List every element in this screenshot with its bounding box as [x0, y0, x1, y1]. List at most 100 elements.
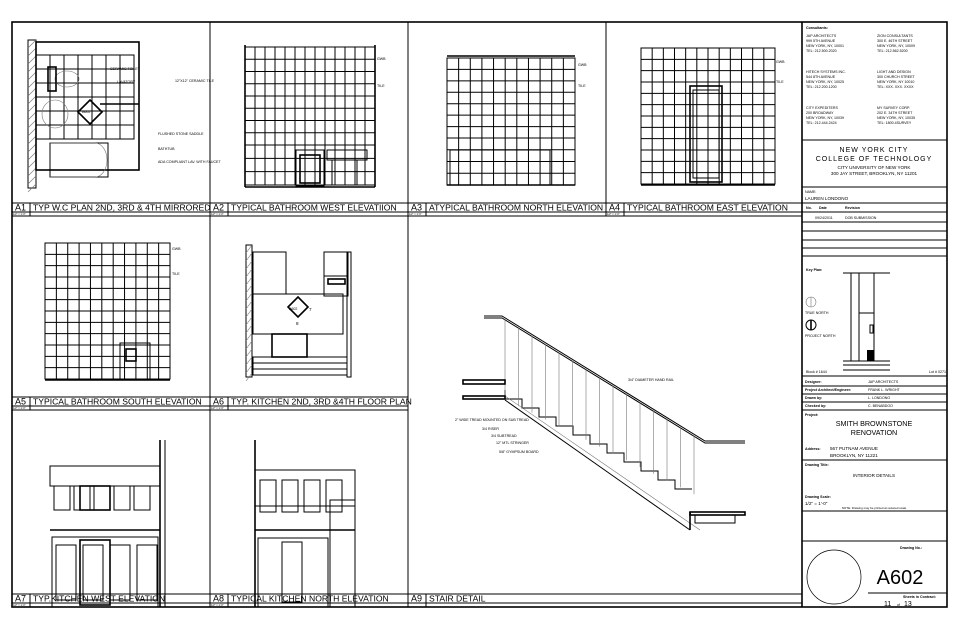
- school-line: COLLEGE OF TECHNOLOGY: [816, 156, 933, 163]
- consultant-name: JAP ARCHITECTS: [806, 34, 837, 38]
- project-north-label: PROJECT NORTH: [805, 334, 836, 338]
- panel-title: ATYPICAL BATHROOM NORTH ELEVATION: [429, 203, 603, 213]
- panel-title: TYP W.C PLAN 2ND, 3RD & 4TH MIRRORED: [33, 203, 210, 213]
- rev-date: 09/24/2011: [815, 216, 833, 220]
- note: GWB: [377, 57, 386, 61]
- note: TILE: [172, 272, 180, 276]
- note: 12" MTL STRINGER: [496, 441, 529, 445]
- note: LAVATORY: [117, 80, 136, 84]
- drawing-title-label: Drawing Title:: [805, 463, 829, 467]
- panel-title: TYP.KITCHEN WEST ELEVATION: [33, 594, 165, 604]
- panel-scale: 1/2" = 1'-0": [607, 212, 620, 216]
- consultant-l1: 200 BROADWAY: [806, 111, 834, 115]
- consultant-l2: NEW YORK, NY, 10009: [877, 44, 915, 48]
- panel-id: A4: [609, 203, 620, 213]
- consultant-tel: TEL: 1800.4SURVEY: [877, 121, 912, 125]
- consultant-name: LIGHT AND DESIGN: [877, 70, 911, 74]
- rev-desc: DOB SUBMISSION: [845, 216, 877, 220]
- rev-header: Date: [819, 206, 827, 210]
- consultant-tel: TEL: 212.444.2424: [806, 121, 837, 125]
- wall-tile-grid: [446, 57, 576, 139]
- rev-header: No.: [806, 206, 812, 210]
- panel-scale: 1/2" = 1'-0": [211, 603, 224, 607]
- note: 5/8" GYMPSUM BOARD: [499, 450, 539, 454]
- consultant-tel: TEL: 212.562.5200: [877, 49, 908, 53]
- consultant-l1: 544 8TH AVENUE: [806, 75, 836, 79]
- panel-id: A8: [213, 594, 224, 604]
- project-name: RENOVATION: [851, 428, 897, 437]
- panel-id: A9: [411, 594, 422, 604]
- section-tag: A602: [289, 307, 297, 311]
- rev-header: Revision: [845, 206, 860, 210]
- consultant-l2: NEW YORK, NY, 10039: [806, 116, 844, 120]
- address: BROOKLYN, NY 11221: [830, 453, 878, 458]
- role-label: Checked by:: [805, 404, 826, 408]
- note: TILE: [776, 80, 784, 84]
- panel-title: STAIR DETAIL: [429, 594, 486, 604]
- drawing-number: A602: [877, 567, 924, 589]
- consultant-tel: TEL: 212.200.1200: [806, 85, 837, 89]
- panel-id: A3: [411, 203, 422, 213]
- consultant-l2: NEW YORK, NY, 10001: [806, 44, 844, 48]
- section-tag-number: 7: [309, 307, 312, 312]
- panel-scale: 1/2" = 1'-0": [211, 212, 224, 216]
- panel-title: TYPICAL BATHROOM EAST ELEVATION: [627, 203, 788, 213]
- note: GWB: [776, 60, 785, 64]
- lot-number: Lot # 0271: [929, 370, 946, 374]
- consultant-name: MY SURVEY CORP.: [877, 106, 910, 110]
- consultant-tel: TEL: 212.500.2020: [806, 49, 837, 53]
- project-label: Project:: [805, 413, 818, 417]
- note: 3/4 RISER: [482, 427, 499, 431]
- panel-title: TYPICAL BATHROOM WEST ELEVATIION: [231, 203, 397, 213]
- consultant-name: HITECH SYSTEMS INC.: [806, 70, 846, 74]
- role-value: FRANK L. WRIGHT: [868, 388, 901, 392]
- role-label: Project Architect/Engineer:: [805, 388, 851, 392]
- panel-id: A6: [213, 397, 224, 407]
- tile-grid: [446, 137, 576, 186]
- school-line: NEW YORK CITY: [840, 147, 909, 154]
- drawing-scale: 1/2" = 1'-0": [805, 501, 828, 506]
- note: GWB: [578, 63, 587, 67]
- school-line: 300 JAY STREET, BROOKLYN, NY 11201: [831, 171, 918, 176]
- student-name: LAUREN LONDONO: [805, 196, 849, 201]
- scale-label: Drawing Scale:: [805, 495, 831, 499]
- note: FLUSHED STONE SADDLE: [158, 132, 204, 136]
- key-plan: [805, 272, 890, 371]
- wall-tile-grid: [44, 242, 171, 380]
- a1-notes: CERAMIC TOILET LAVATORY 12"X12" CERAMIC …: [82, 57, 785, 454]
- role-label: Drawn by:: [805, 396, 822, 400]
- panel-id: A2: [213, 203, 224, 213]
- drawing-title: INTERIOR DETAILS: [853, 473, 895, 478]
- note: 2" WIDE TREAD MOUNTED ON SUB TREAD: [455, 418, 529, 422]
- sheet-number: 11: [884, 601, 891, 608]
- sheet-of: of: [897, 603, 900, 607]
- panel-title: TYPICAL BATHROOM SOUTH ELEVATION: [33, 397, 202, 407]
- consultant-tel: TEL: XXX. XXX. XXXX: [877, 85, 914, 89]
- name-label: NAME:: [805, 190, 816, 194]
- section-tag-icon: [286, 295, 310, 319]
- panel-id: A7: [15, 594, 26, 604]
- section-tag-icon: [76, 98, 104, 126]
- consultant-name: ZION CONSULTANTS: [877, 34, 913, 38]
- block-number: Block # 1644: [806, 370, 827, 374]
- panel-title: TYPICAL KITCHEN NORTH ELEVATION: [231, 594, 389, 604]
- tile-grid: [244, 144, 376, 186]
- true-north-label: TRUE NORTH: [805, 311, 829, 315]
- drawings: [27, 39, 776, 608]
- panel-scale: 1/2" = 1'-0": [409, 212, 422, 216]
- note: TILE: [578, 84, 586, 88]
- sheets-label: Sheets in Contract:: [903, 595, 936, 599]
- note: BATHTUB: [158, 147, 175, 151]
- consultants-label: Consultants:: [806, 26, 828, 30]
- consultant-l2: NEW YORK, NY 10010: [877, 80, 914, 84]
- floor-tile-grid: [35, 54, 135, 140]
- consultant-l2: NEW YORK, NY, 10025: [806, 80, 844, 84]
- address-label: Address:: [805, 447, 821, 451]
- address: 567 PUTNAM AVENUE: [830, 446, 878, 451]
- wall-tile-grid: [640, 47, 776, 185]
- panel-scale: 1/2" = 1'-0": [211, 406, 224, 410]
- school-line: CITY UNIVERSITY OF NEW YORK: [837, 165, 911, 170]
